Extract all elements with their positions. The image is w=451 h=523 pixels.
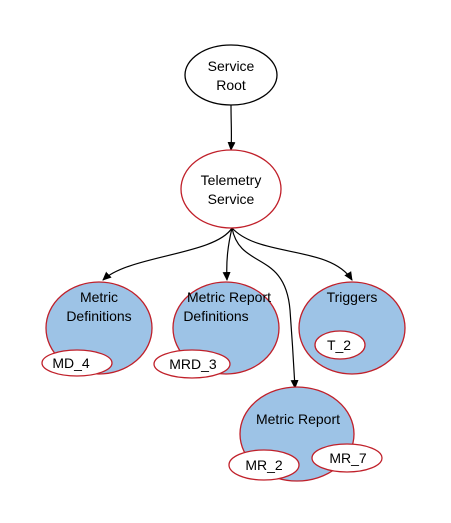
edge-telemetry-to-metric-report [231,227,299,389]
metric-report-member-a-label: MR_2 [245,457,283,473]
service-root-label-line1: Service [208,58,255,74]
metric-report-definitions-label-line1: Metric Report [187,289,271,305]
edge-telemetry-to-metric-report-definitions [222,227,233,281]
metric-report-definitions-node: Metric Report Definitions MRD_3 [153,281,280,379]
metric-report-member-a: MR_2 [228,449,300,481]
edge-telemetry-to-metric-definitions [102,227,233,281]
triggers-node: Triggers T_2 [298,281,406,375]
service-root-label-line2: Root [216,77,246,93]
metric-definitions-label-line1: Metric [80,289,118,305]
metric-report-member-b-label: MR_7 [329,450,367,466]
metric-report-node: Metric Report MR_2 MR_7 [228,386,383,482]
metric-report-definition-member: MRD_3 [153,349,231,379]
telemetry-service-node: Telemetry Service [180,149,282,229]
trigger-member-label: T_2 [327,337,351,353]
metric-definition-member: MD_4 [41,349,113,377]
metric-report-definition-member-label: MRD_3 [169,356,217,372]
metric-report-definitions-label-line2: Definitions [183,308,248,324]
metric-definitions-node: Metric Definitions MD_4 [41,281,153,377]
trigger-member: T_2 [314,330,366,360]
telemetry-service-label-line2: Service [208,191,255,207]
telemetry-service-label-line1: Telemetry [201,172,262,188]
triggers-label: Triggers [327,289,378,305]
service-root-node: Service Root [184,44,278,106]
metric-definitions-label-line2: Definitions [66,308,131,324]
metric-report-label: Metric Report [256,411,340,427]
metric-report-member-b: MR_7 [311,443,383,473]
metric-definition-member-label: MD_4 [52,355,90,371]
edge-telemetry-to-triggers [231,227,353,281]
